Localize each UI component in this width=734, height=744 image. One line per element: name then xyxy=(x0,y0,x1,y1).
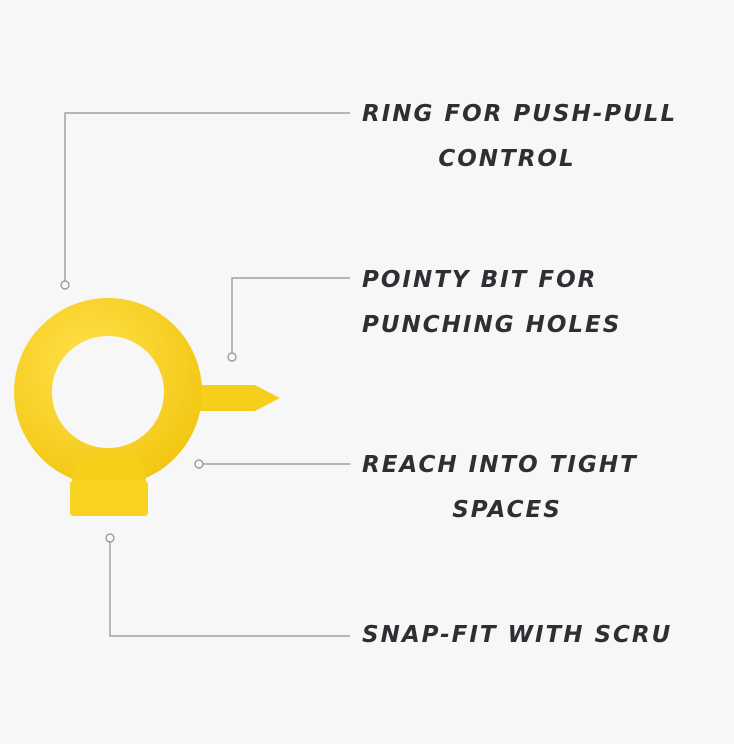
callout-line: punching holes xyxy=(362,312,622,338)
callout-ring: Ring for push-pull control xyxy=(362,92,678,182)
callout-snap-fit: Snap-fit with Scru xyxy=(362,613,673,658)
callout-reach: Reach into tight spaces xyxy=(362,443,662,533)
callout-line: Ring for push-pull xyxy=(362,101,678,127)
leader-dot-snap xyxy=(105,533,115,543)
leader-dot-pin xyxy=(227,352,237,362)
yellow-scru-tool xyxy=(14,298,280,516)
leader-line-snap xyxy=(109,542,350,637)
leader-line-ring xyxy=(64,112,350,281)
ring xyxy=(14,298,203,486)
callout-line: spaces xyxy=(452,497,562,523)
leader-line-pin xyxy=(231,277,350,353)
callout-line: control xyxy=(438,146,576,172)
callout-line: Reach into tight xyxy=(362,452,638,478)
leader-dot-reach xyxy=(194,459,204,469)
base-cylinder xyxy=(70,481,148,516)
callout-pointy-bit: Pointy bit for punching holes xyxy=(362,258,662,348)
callout-line: Snap-fit with Scru xyxy=(362,622,673,648)
callout-line: Pointy bit for xyxy=(362,267,598,293)
leader-dot-ring xyxy=(60,280,70,290)
leader-lines xyxy=(60,112,350,637)
pointy-pin xyxy=(192,385,280,411)
base-dome xyxy=(72,452,146,482)
